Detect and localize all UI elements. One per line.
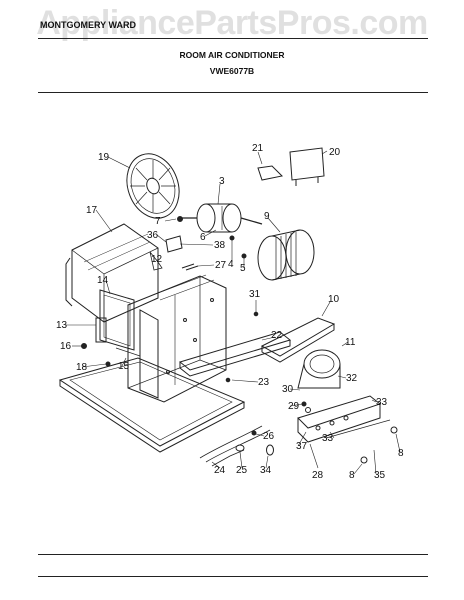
control-panel <box>297 395 398 464</box>
callout-5: 5 <box>240 263 246 274</box>
callout-8: 8 <box>398 448 404 459</box>
callout-24: 24 <box>214 465 226 476</box>
callout-10: 10 <box>328 294 340 305</box>
fan-motor <box>180 203 263 233</box>
support-rail <box>178 331 292 377</box>
capacitor <box>289 147 325 186</box>
callout-12: 12 <box>151 254 163 265</box>
model-number: VWE6077B <box>209 66 255 76</box>
callout-19: 19 <box>98 152 110 163</box>
wiring-harness <box>199 425 274 467</box>
callout-25: 25 <box>236 465 248 476</box>
callout-11: 11 <box>345 337 356 348</box>
callout-27: 27 <box>215 260 227 271</box>
callout-15: 15 <box>118 361 130 372</box>
brand-label: MONTGOMERY WARD <box>40 20 136 30</box>
callout-29: 29 <box>288 401 300 412</box>
callout-13: 13 <box>56 320 68 331</box>
leader-lines <box>66 150 401 475</box>
scroll-housing <box>297 349 341 389</box>
callout-35: 35 <box>374 470 386 481</box>
callout-33: 33 <box>376 397 388 408</box>
footer-rule-1 <box>38 554 428 555</box>
callout-30: 30 <box>282 384 294 395</box>
callout-32: 32 <box>346 373 358 384</box>
callout-33: 33 <box>322 433 334 444</box>
callout-36: 36 <box>147 230 159 241</box>
capacitor-bracket <box>257 165 284 181</box>
callout-22: 22 <box>271 330 283 341</box>
diagram-title: ROOM AIR CONDITIONER <box>179 50 285 60</box>
callout-34: 34 <box>260 465 272 476</box>
top-rule <box>38 38 428 39</box>
callout-26: 26 <box>263 431 275 442</box>
callout-16: 16 <box>60 341 72 352</box>
coil-housing <box>65 223 159 323</box>
footer-rule-2 <box>38 576 428 577</box>
callout-14: 14 <box>97 275 109 286</box>
callout-23: 23 <box>258 377 270 388</box>
blower-wheel <box>126 153 180 219</box>
callout-38: 38 <box>214 240 226 251</box>
coil-assembly <box>81 289 141 367</box>
callout-28: 28 <box>312 470 324 481</box>
air-shroud <box>260 317 336 363</box>
base-pan <box>58 357 246 453</box>
callout-3: 3 <box>219 176 225 187</box>
callout-7: 7 <box>155 216 161 227</box>
small-hardware <box>149 216 259 383</box>
callout-4: 4 <box>228 259 234 270</box>
callout-21: 21 <box>252 143 264 154</box>
callout-20: 20 <box>329 147 341 158</box>
callout-6: 6 <box>200 232 206 243</box>
header-bottom-rule <box>38 92 428 93</box>
callout-18: 18 <box>76 362 88 373</box>
blower-fan <box>257 229 315 281</box>
callout-17: 17 <box>86 205 98 216</box>
chassis <box>127 274 227 403</box>
watermark: AppliancePartsPros.com <box>36 4 428 42</box>
callout-31: 31 <box>249 289 261 300</box>
callout-37: 37 <box>296 441 308 452</box>
callout-8: 8 <box>349 470 355 481</box>
callout-9: 9 <box>264 211 270 222</box>
